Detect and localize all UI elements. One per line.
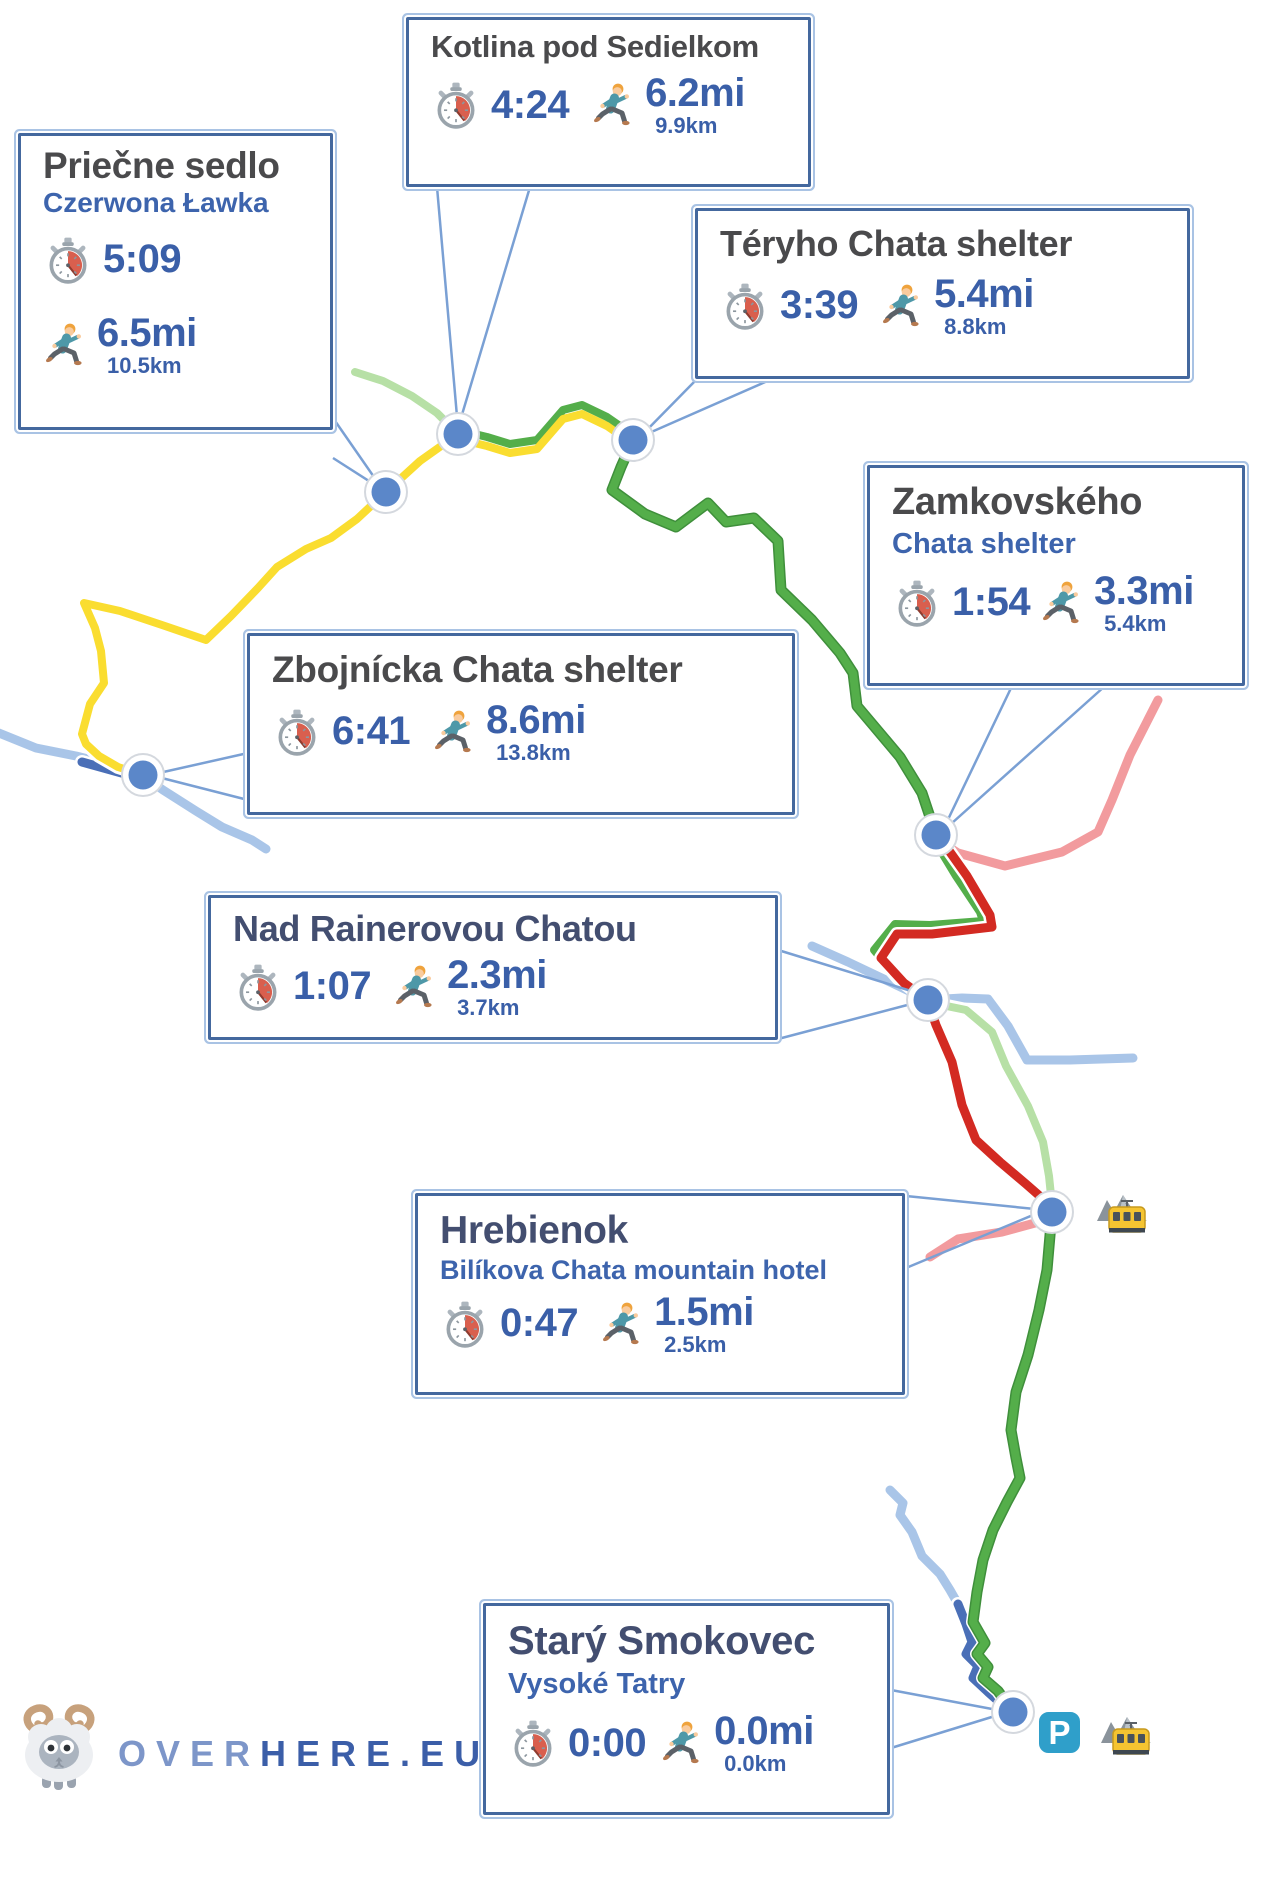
distance-mi-value: 2.3mi [447, 952, 547, 997]
callout-title: Kotlina pod Sedielkom [431, 29, 759, 64]
time-value: 1:54 [952, 580, 1031, 625]
distance-mi-value: 6.5mi [97, 310, 197, 355]
trail-yellow-green-pair [446, 397, 645, 460]
stopwatch-icon [43, 235, 93, 285]
stopwatch-icon [272, 707, 322, 757]
distance-mi-value: 1.5mi [654, 1289, 754, 1334]
callout-zbojnicka-chata: Zbojnícka Chata shelter 6:41 8.6mi 13.8k… [247, 633, 795, 815]
distance-mi-value: 6.2mi [645, 71, 745, 116]
trail-green-red-braid [867, 831, 999, 1009]
callout-subtitle: Czerwona Ławka [43, 186, 269, 218]
stats-row: 0:47 1.5mi 2.5km [440, 1292, 888, 1356]
callout-stary-smokovec: Starý Smokovec Vysoké Tatry 0:00 0.0mi 0… [483, 1603, 890, 1815]
distance-km-value: 10.5km [107, 352, 182, 378]
callout-zamkovskeho-chata: Zamkovského Chata shelter 1:54 3.3mi 5.4… [867, 465, 1245, 686]
time-value: 6:41 [332, 709, 411, 754]
stopwatch-icon [720, 281, 770, 331]
logo-text-part2: HERE.EU [260, 1733, 491, 1774]
waypoint-marker-kotlina [436, 412, 480, 456]
distance-mi-value: 8.6mi [486, 697, 586, 742]
time-value: 3:39 [780, 283, 859, 328]
svg-text:P: P [1048, 1714, 1070, 1751]
trail-light-blue-central [805, 939, 1140, 1067]
stopwatch-icon [440, 1299, 490, 1349]
stats-row: 6:41 8.6mi 13.8km [272, 700, 778, 764]
distance-km-value: 9.9km [655, 113, 718, 139]
stopwatch-icon [892, 578, 942, 628]
stopwatch-icon [233, 962, 283, 1012]
distance-mi-value: 3.3mi [1094, 568, 1194, 613]
mountain-railway-icon [1100, 1716, 1152, 1756]
runner-icon [1040, 580, 1086, 626]
runner-icon [393, 964, 439, 1010]
ram-logo-icon [23, 1704, 95, 1790]
callout-title: Priečne sedlo [43, 145, 280, 186]
stats-row: 5:09 [43, 235, 316, 285]
waypoint-marker-hrebienok [1030, 1190, 1074, 1234]
callout-nad-rainerovou-chatou: Nad Rainerovou Chatou 1:07 2.3mi 3.7km [208, 895, 778, 1040]
callout-title: Starý Smokovec [508, 1619, 816, 1663]
waypoint-marker-priecne [364, 470, 408, 514]
distance-km-value: 8.8km [944, 313, 1007, 339]
callout-title: Téryho Chata shelter [720, 223, 1073, 264]
waypoint-markers [121, 412, 1074, 1734]
time-value: 4:24 [491, 82, 570, 127]
time-value: 5:09 [103, 237, 182, 282]
runner-icon [591, 82, 637, 128]
callout-subtitle: Vysoké Tatry [508, 1668, 686, 1701]
waypoint-marker-zamkovskeho [914, 813, 958, 857]
stats-row: 3:39 5.4mi 8.8km [720, 274, 1173, 338]
waypoint-marker-stary-smokovec [991, 1690, 1035, 1734]
logo-text-part1: OVER [118, 1733, 261, 1774]
callout-subtitle: Bilíkova Chata mountain hotel [440, 1255, 828, 1286]
time-value: 0:00 [568, 1720, 647, 1765]
callout-kotlina-pod-sedielkom: Kotlina pod Sedielkom 4:24 6.2mi 9.9km [406, 17, 811, 187]
stats-row: 1:07 2.3mi 3.7km [233, 955, 761, 1019]
callout-subtitle: Chata shelter [892, 528, 1076, 561]
trail-yellow [75, 427, 465, 782]
trail-green-south [966, 1205, 1059, 1719]
distance-km-value: 5.4km [1104, 610, 1167, 636]
runner-icon [600, 1301, 646, 1347]
parking-icon: P [1036, 1709, 1083, 1756]
callout-title: Zbojnícka Chata shelter [272, 649, 683, 690]
distance-km-value: 13.8km [496, 739, 571, 765]
overhere-logo-wordmark: OVERHERE.EU [118, 1733, 490, 1775]
stats-row: 0:00 0.0mi 0.0km [508, 1711, 873, 1775]
stats-row: 1:54 3.3mi 5.4km [892, 571, 1228, 635]
trail-pink-south [923, 1213, 1053, 1264]
distance-km-value: 3.7km [457, 994, 520, 1020]
callout-title: Zamkovského [892, 481, 1143, 523]
trail-light-blue-south [883, 1483, 965, 1611]
trail-pale-green-south [925, 996, 1059, 1212]
trail-blue-smokovec [951, 1597, 1013, 1715]
runner-icon [432, 709, 478, 755]
distance-mi-value: 5.4mi [934, 271, 1034, 316]
time-value: 0:47 [500, 1301, 579, 1346]
callout-teryho-chata: Téryho Chata shelter 3:39 5.4mi 8.8km [695, 208, 1190, 379]
stopwatch-icon [431, 80, 481, 130]
callout-priecne-sedlo: Priečne sedlo Czerwona Ławka 5:09 6.5mi … [18, 133, 333, 430]
distance-mi-value: 0.0mi [714, 1709, 814, 1754]
callout-title: Nad Rainerovou Chatou [233, 908, 637, 949]
waypoint-marker-nad-rainerovou [906, 978, 950, 1022]
mountain-railway-icon [1096, 1194, 1148, 1234]
trail-pink-north [931, 693, 1165, 873]
trail-red [921, 995, 1057, 1212]
callout-hrebienok: Hrebienok Bilíkova Chata mountain hotel … [415, 1193, 905, 1395]
distance-km-value: 2.5km [664, 1331, 727, 1357]
runner-icon [660, 1720, 706, 1766]
waypoint-marker-zbojnicka [121, 753, 165, 797]
callout-title: Hrebienok [440, 1209, 629, 1252]
runner-icon [880, 283, 926, 329]
runner-icon [43, 322, 89, 368]
waypoint-marker-teryho [611, 418, 655, 462]
stats-row: 4:24 6.2mi 9.9km [431, 73, 794, 137]
distance-km-value: 0.0km [724, 1751, 787, 1777]
time-value: 1:07 [293, 964, 372, 1009]
trail-green [605, 433, 943, 842]
stats-row: 6.5mi 10.5km [43, 313, 316, 377]
stopwatch-icon [508, 1718, 558, 1768]
